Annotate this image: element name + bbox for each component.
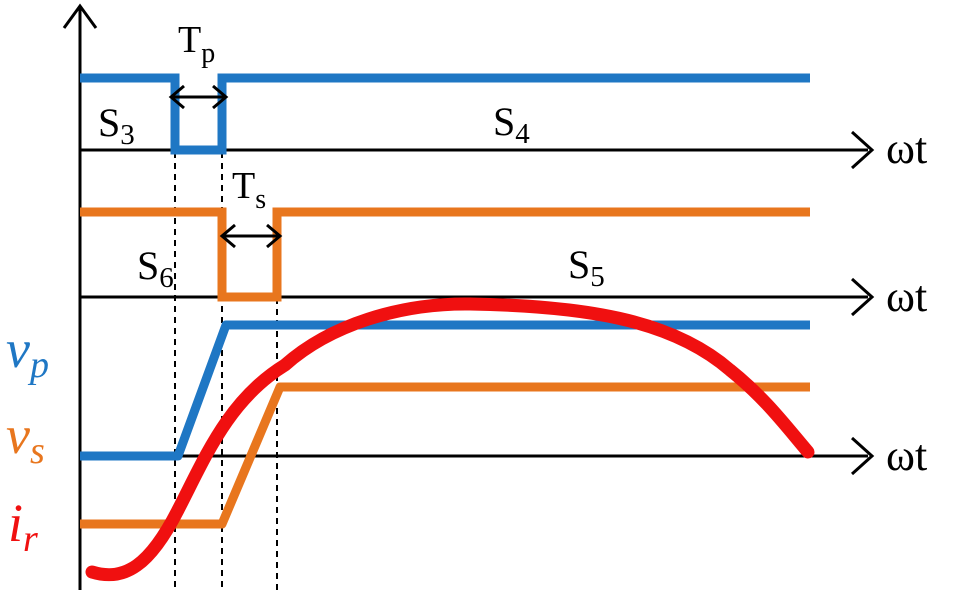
ir-label: ir bbox=[8, 493, 38, 560]
s3-label: S3 bbox=[98, 100, 135, 151]
vs-label: vs bbox=[6, 405, 45, 472]
tp-label: Tp bbox=[178, 19, 215, 69]
vs-waveform bbox=[80, 382, 810, 529]
tp-arrow-right bbox=[212, 84, 229, 110]
ts-label: Ts bbox=[232, 165, 266, 215]
s4-label: S4 bbox=[493, 99, 530, 150]
s5-label: S5 bbox=[568, 242, 605, 293]
ir-waveform bbox=[85, 297, 815, 582]
omega-t-label-bottom: ωt bbox=[886, 431, 927, 480]
s6-label: S6 bbox=[137, 243, 174, 294]
time-axis-top-arrow bbox=[850, 130, 875, 170]
s6-s5-gate-waveform bbox=[80, 207, 810, 302]
time-axis-middle-arrow bbox=[850, 277, 875, 317]
vp-label: vp bbox=[6, 319, 49, 386]
time-axis-bottom-arrow bbox=[850, 436, 875, 476]
ts-arrow-right bbox=[266, 223, 283, 249]
vertical-axis-arrow bbox=[62, 3, 98, 29]
omega-t-label-top: ωt bbox=[886, 124, 927, 173]
ts-arrow-left bbox=[219, 223, 236, 249]
tp-arrow-left bbox=[168, 84, 185, 110]
s3-s4-gate-waveform bbox=[80, 73, 810, 155]
vp-waveform bbox=[80, 320, 810, 461]
omega-t-label-middle: ωt bbox=[886, 272, 927, 321]
